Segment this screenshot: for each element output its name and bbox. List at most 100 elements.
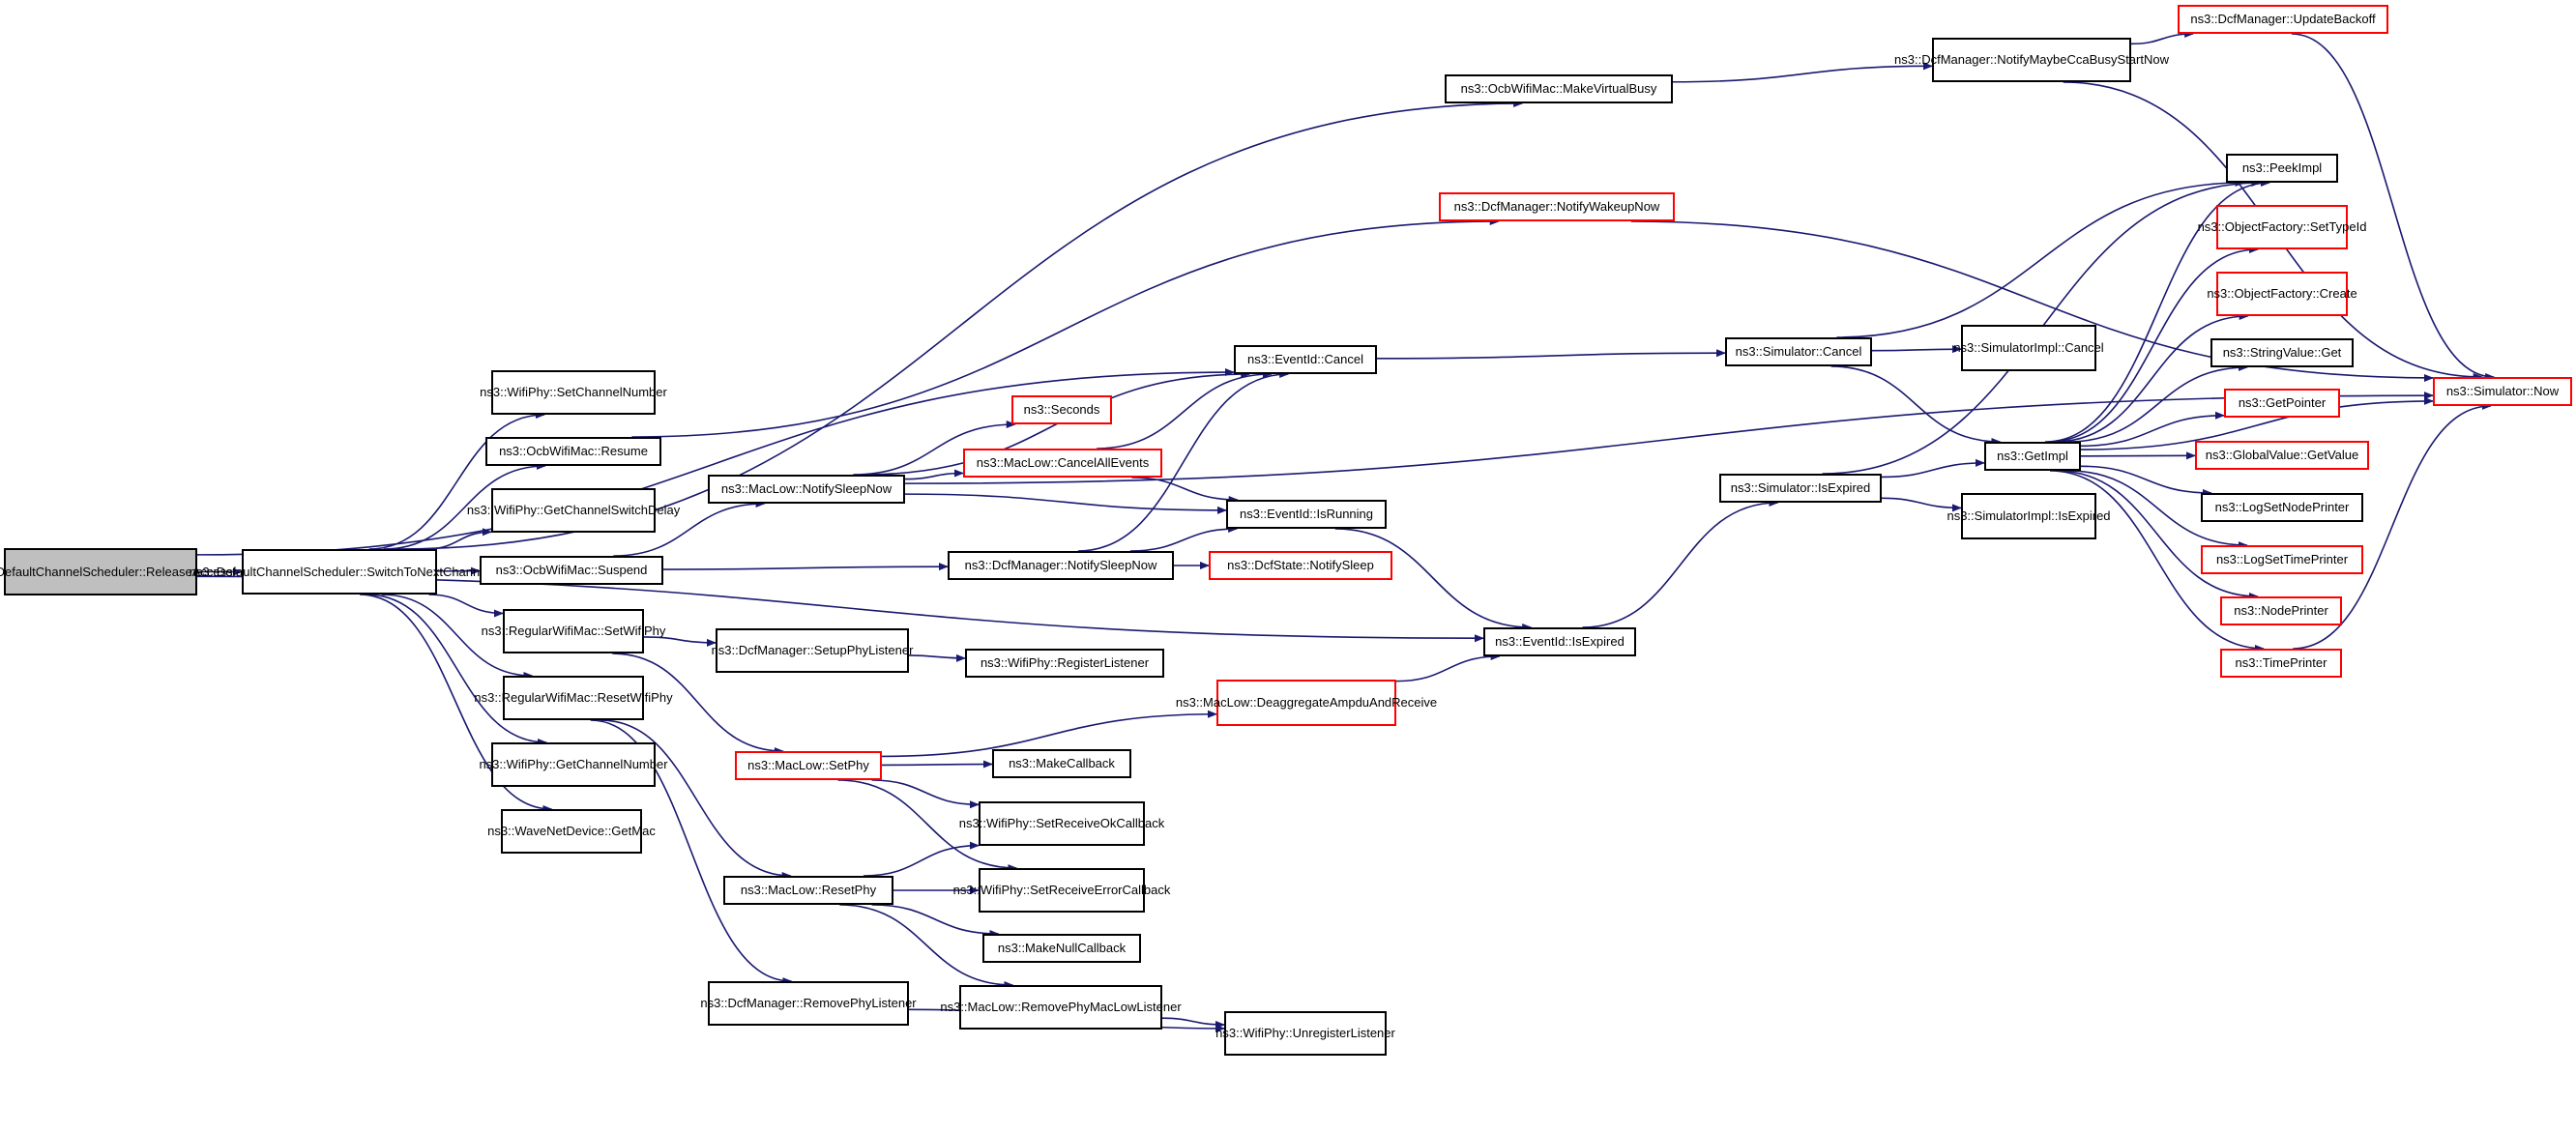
edge-evcancel-to-simcancel (1376, 349, 1726, 360)
edge-evexp-to-simexp (1582, 499, 1779, 628)
edge-switch-to-regreset (381, 594, 534, 680)
edge-getimpl-to-objtype (2048, 246, 2259, 443)
edge-evrunning-to-evexp (1334, 528, 1533, 631)
node-simulator-now[interactable]: ns3::Simulator::Now (2433, 377, 2572, 406)
node-cancel-all-events[interactable]: ns3::MacLow::CancelAllEvents (963, 449, 1162, 478)
edge-macsleep-to-simnow (904, 392, 2434, 484)
edge-getimpl-to-nodeprinter (2056, 470, 2259, 600)
edge-suspend-to-dcfsleep (662, 563, 949, 571)
node-log-set-node-printer[interactable]: ns3::LogSetNodePrinter (2201, 493, 2363, 522)
node-notify-wakeup-now[interactable]: ns3::DcfManager::NotifyWakeupNow (1439, 192, 1675, 221)
node-global-value-get-value[interactable]: ns3::GlobalValue::GetValue (2195, 441, 2369, 470)
edge-resume-to-wakeup (631, 218, 1500, 438)
node-make-callback[interactable]: ns3::MakeCallback (992, 749, 1131, 778)
edge-suspend-to-macsleep (613, 500, 766, 557)
node-make-null-callback[interactable]: ns3::MakeNullCallback (982, 934, 1141, 963)
edge-getimpl-to-strget (2067, 363, 2248, 443)
edge-resetphy-to-rmmaclow (839, 904, 1014, 989)
edge-setphy-to-recverr (837, 779, 1018, 872)
node-dcf-notify-sleep-now[interactable]: ns3::DcfManager::NotifySleepNow (948, 551, 1174, 580)
edge-dcfsleep-to-evrunning (1129, 525, 1239, 552)
node-ocb-resume[interactable]: ns3::OcbWifiMac::Resume (485, 437, 661, 466)
edge-dcfsleep-to-evcancel (1077, 370, 1290, 552)
edge-switch-to-resume (383, 462, 546, 550)
edge-getimpl-to-peekimpl (2044, 179, 2271, 443)
edge-maybecca-to-updback (2130, 30, 2195, 45)
node-simulator-cancel[interactable]: ns3::Simulator::Cancel (1725, 337, 1872, 366)
node-seconds[interactable]: ns3::Seconds (1011, 395, 1112, 424)
edge-switch-to-setchan (368, 411, 545, 550)
edge-setphy-to-recvok (871, 779, 980, 809)
node-switch-to-next-channel[interactable]: ns3::DefaultChannelScheduler::SwitchToNe… (190, 549, 489, 595)
edge-simcancel-to-peekimpl (1836, 179, 2245, 338)
edge-wakeup-to-simnow (1630, 220, 2434, 382)
node-make-virtual-busy[interactable]: ns3::OcbWifiMac::MakeVirtualBusy (1445, 74, 1673, 103)
node-peek-impl[interactable]: ns3::PeekImpl (2226, 154, 2338, 183)
node-regular-set-wifi-phy[interactable]: ns3::RegularWifiMac::SetWifiPhy (482, 609, 665, 653)
node-event-id-is-expired[interactable]: ns3::EventId::IsExpired (1483, 627, 1636, 656)
edge-setphy-to-deagg (881, 710, 1217, 758)
node-update-backoff[interactable]: ns3::DcfManager::UpdateBackoff (2178, 5, 2388, 34)
node-simulator-impl-is-expired[interactable]: ns3::SimulatorImpl::IsExpired (1947, 493, 2111, 539)
edge-cancelall-to-evrunning (1131, 477, 1239, 504)
edge-macsleep-to-evcancel (862, 370, 1251, 476)
edge-switch-to-getchan (366, 594, 548, 746)
node-ocb-suspend[interactable]: ns3::OcbWifiMac::Suspend (480, 556, 663, 585)
node-register-listener[interactable]: ns3::WifiPhy::RegisterListener (965, 649, 1164, 678)
node-log-set-time-printer[interactable]: ns3::LogSetTimePrinter (2201, 545, 2363, 574)
edge-switch-to-regset (428, 594, 504, 618)
edge-resetphy-to-makenull (871, 904, 1000, 938)
edge-simexp-to-getimpl (1881, 458, 1985, 479)
edge-macsleep-to-cancelall (904, 469, 964, 480)
edge-macsleep-to-evrunning (904, 493, 1227, 514)
edge-regset-to-setupphy (643, 636, 717, 647)
edge-resetphy-to-recvok (863, 841, 980, 877)
node-object-factory-set-type-id[interactable]: ns3::ObjectFactory::SetTypeId (2198, 205, 2366, 249)
node-simulator-impl-cancel[interactable]: ns3::SimulatorImpl::Cancel (1953, 325, 2104, 371)
edge-switch-to-getswitch (425, 528, 492, 550)
node-mac-set-phy[interactable]: ns3::MacLow::SetPhy (735, 751, 882, 780)
node-time-printer[interactable]: ns3::TimePrinter (2220, 649, 2342, 678)
edge-simexp-to-simimplexp (1881, 497, 1962, 512)
node-event-id-is-running[interactable]: ns3::EventId::IsRunning (1226, 500, 1387, 529)
node-get-impl[interactable]: ns3::GetImpl (1984, 442, 2081, 471)
edge-regreset-to-rmphy (590, 719, 793, 985)
node-regular-reset-wifi-phy[interactable]: ns3::RegularWifiMac::ResetWifiPhy (474, 676, 673, 720)
node-wave-get-mac[interactable]: ns3::WaveNetDevice::GetMac (487, 809, 656, 854)
edge-regset-to-setphy (612, 653, 784, 755)
edge-getimpl-to-simnow (2080, 396, 2434, 450)
node-get-pointer[interactable]: ns3::GetPointer (2224, 389, 2340, 418)
node-node-printer[interactable]: ns3::NodePrinter (2220, 596, 2342, 625)
node-simulator-is-expired[interactable]: ns3::Simulator::IsExpired (1719, 474, 1882, 503)
node-event-id-cancel[interactable]: ns3::EventId::Cancel (1234, 345, 1377, 374)
edge-release-to-evexp (196, 575, 1484, 643)
edge-setupphy-to-reglistener (908, 653, 966, 662)
node-release-access: ns3::DefaultChannelScheduler::ReleaseAcc… (0, 548, 233, 595)
edge-regreset-to-resetphy (600, 719, 792, 880)
edge-timeprinter-to-simnow (2293, 402, 2492, 650)
edge-simcancel-to-getimpl (1830, 365, 2002, 446)
edge-getimpl-to-timeprinter (2050, 470, 2265, 653)
node-mac-notify-sleep-now[interactable]: ns3::MacLow::NotifySleepNow (708, 475, 905, 504)
node-string-value-get[interactable]: ns3::StringValue::Get (2210, 338, 2354, 367)
edge-updback-to-simnow (2291, 33, 2496, 381)
node-object-factory-create[interactable]: ns3::ObjectFactory::Create (2207, 272, 2357, 316)
node-mac-reset-phy[interactable]: ns3::MacLow::ResetPhy (723, 876, 893, 905)
edge-makevb-to-maybecca (1672, 62, 1933, 83)
edge-macsleep-to-seconds (853, 421, 1016, 476)
edge-deagg-to-evexp (1395, 653, 1501, 682)
edge-rmmaclow-to-unreg (1161, 1017, 1225, 1030)
node-dcf-state-notify-sleep[interactable]: ns3::DcfState::NotifySleep (1209, 551, 1392, 580)
